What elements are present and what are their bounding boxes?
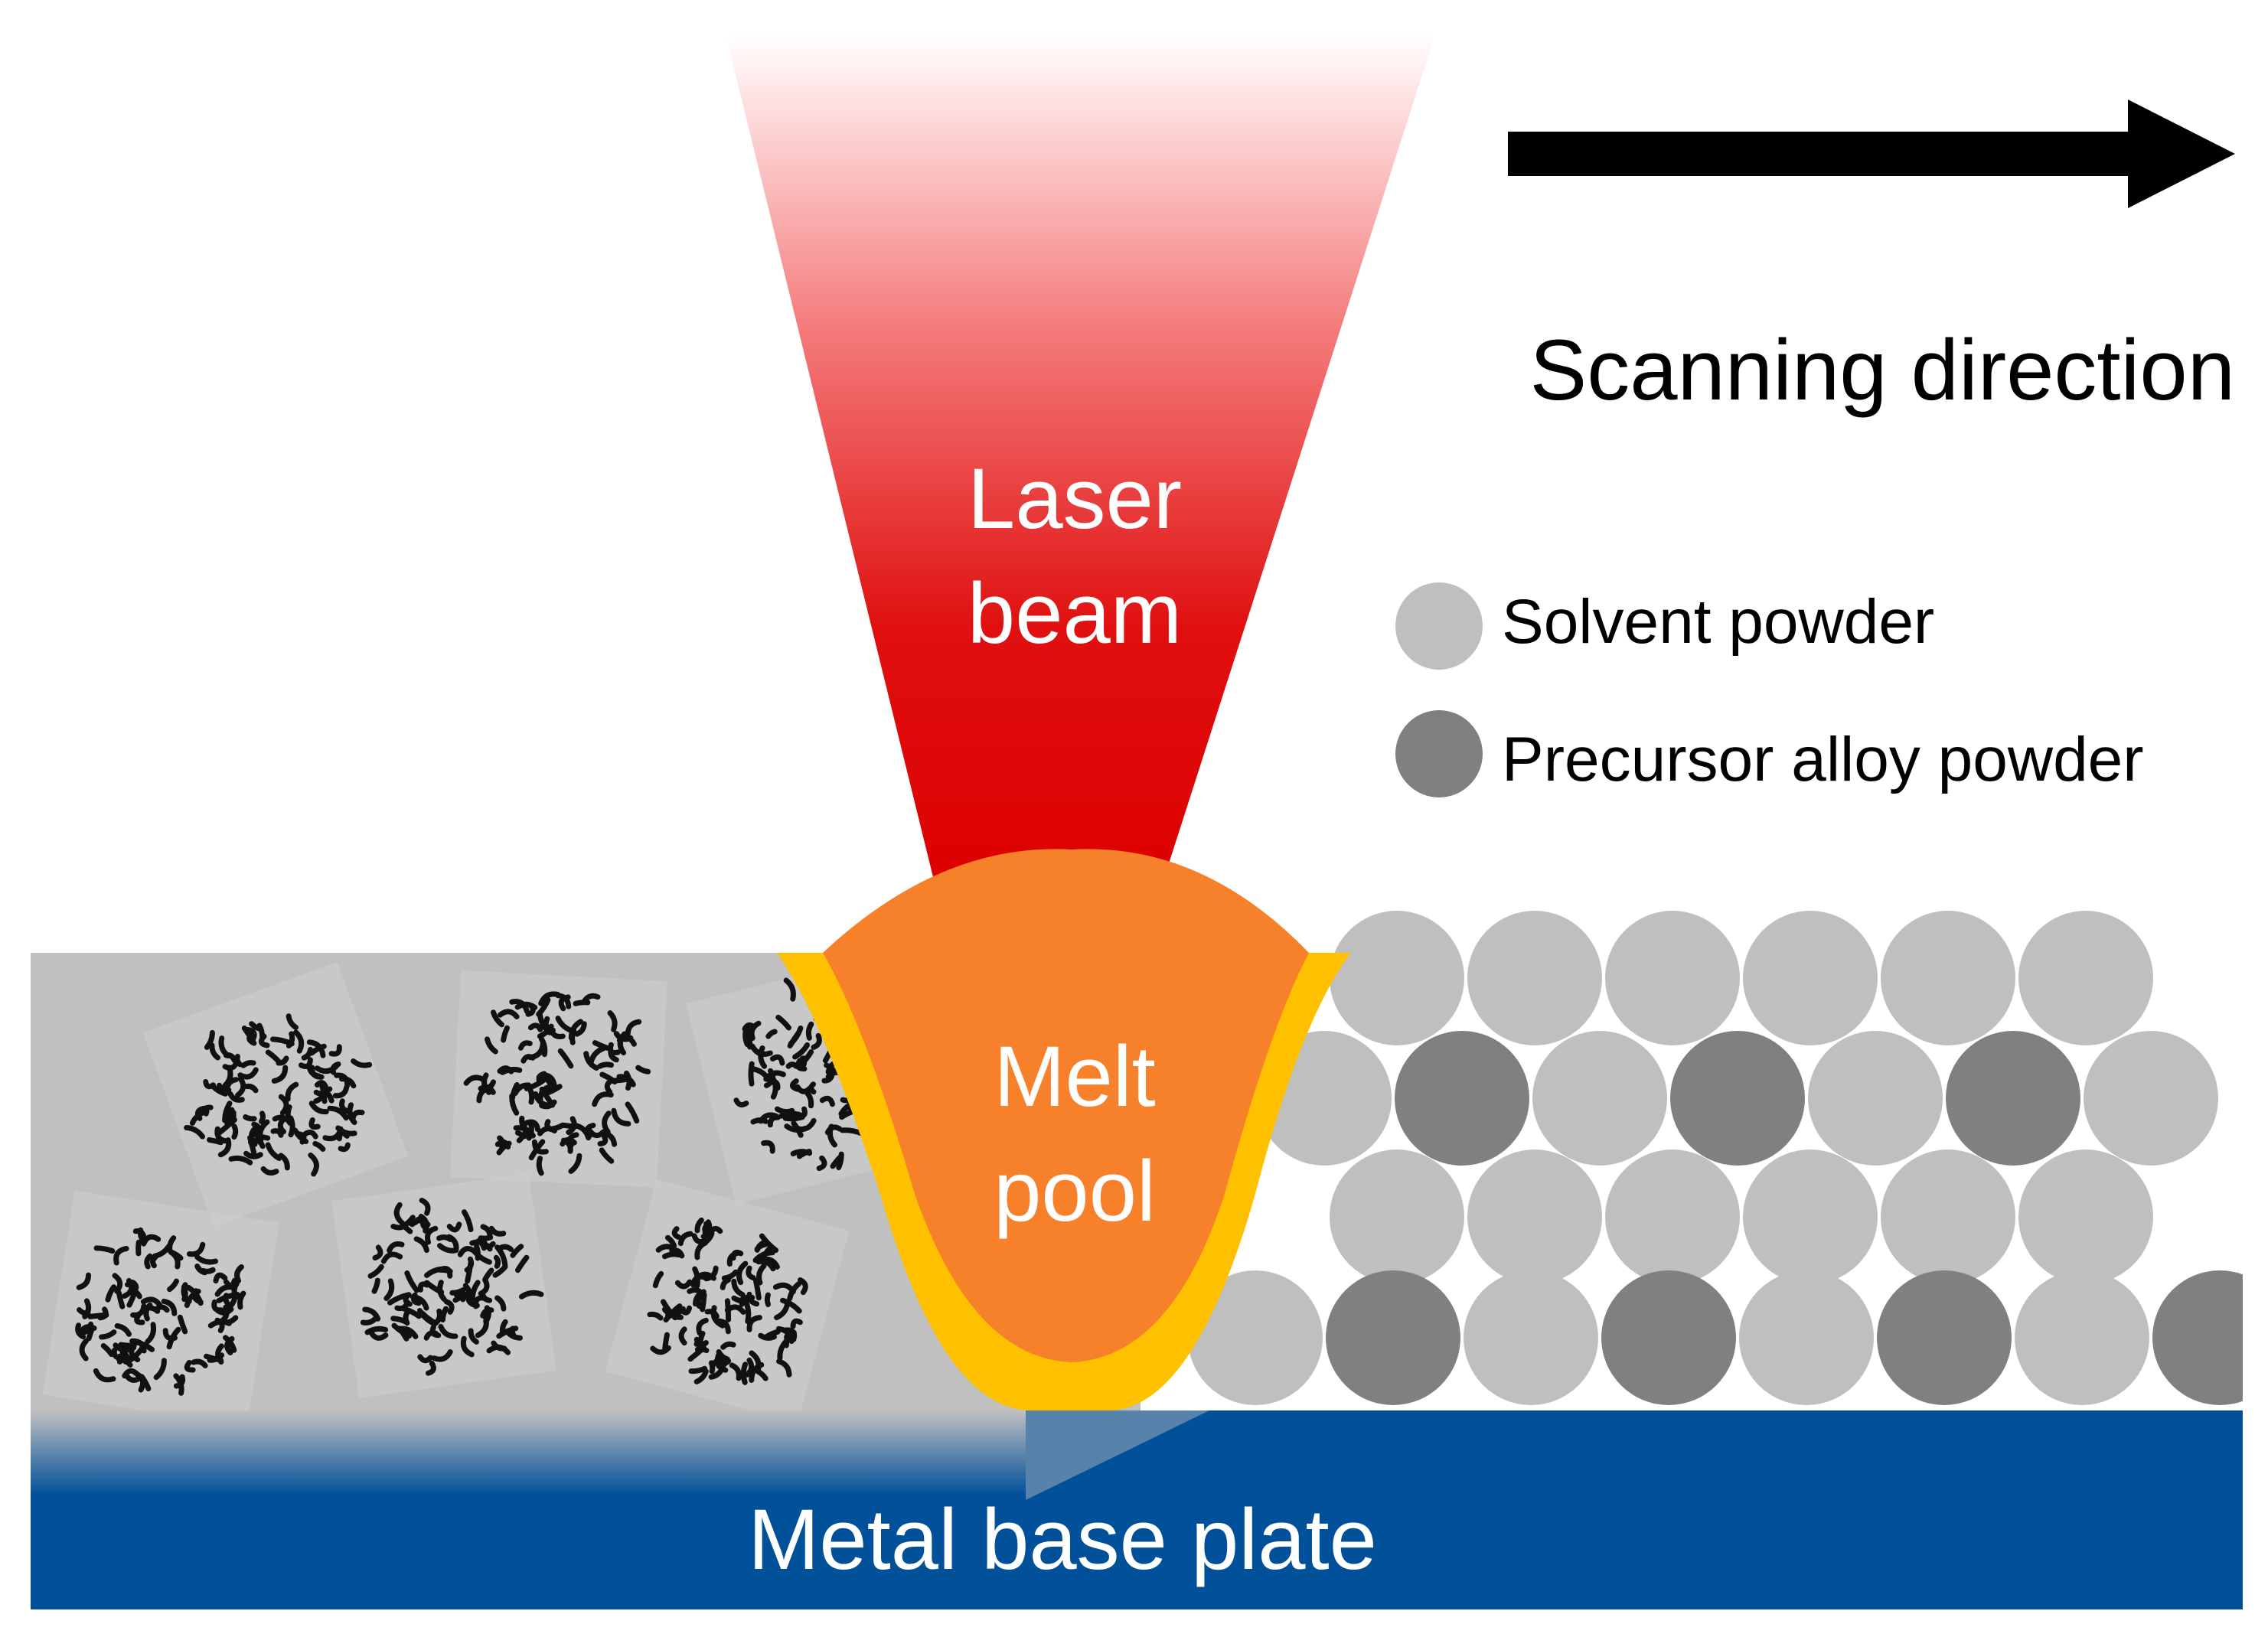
microstructure-particle — [605, 1179, 850, 1412]
legend: Solvent powder Precursor alloy powder — [1395, 582, 2144, 797]
precursor-powder-particle — [1946, 1031, 2080, 1166]
solvent-powder-particle — [1881, 911, 2015, 1045]
microstructure-particle — [142, 961, 409, 1228]
precursor-powder-particle — [2152, 1270, 2243, 1405]
legend-precursor-label: Precursor alloy powder — [1502, 725, 2144, 794]
solvent-powder-particle — [1532, 1031, 1667, 1166]
solvent-powder-particle — [1739, 1270, 1874, 1405]
solvent-powder-particle — [1467, 1149, 1602, 1284]
microstructure-particle — [42, 1190, 279, 1412]
solvent-powder-particle — [1330, 911, 1464, 1045]
solvent-powder-particle — [1743, 911, 1878, 1045]
legend-precursor-swatch — [1395, 710, 1483, 797]
laser-beam-label-line2: beam — [968, 566, 1182, 661]
legend-solvent-swatch — [1395, 582, 1483, 670]
powder-bed — [1188, 911, 2243, 1405]
solvent-powder-particle — [2018, 1149, 2153, 1284]
scanning-direction-label: Scanning direction — [1530, 322, 2235, 418]
solvent-powder-particle — [1330, 1149, 1464, 1284]
legend-solvent-label: Solvent powder — [1502, 587, 1934, 657]
laser-beam-label-line1: Laser — [968, 451, 1182, 546]
microstructure-particles — [42, 954, 937, 1412]
solvent-powder-particle — [2015, 1270, 2149, 1405]
solvent-powder-particle — [1467, 911, 1602, 1045]
solvent-powder-particle — [2084, 1031, 2218, 1166]
plate-transition-fade — [31, 1410, 1026, 1495]
solvent-powder-particle — [2018, 911, 2153, 1045]
solvent-powder-particle — [1605, 911, 1740, 1045]
melt-pool — [823, 849, 1309, 1362]
solvent-powder-particle — [1605, 1149, 1740, 1284]
precursor-powder-particle — [1601, 1270, 1736, 1405]
plate-transition-wedge — [1026, 1410, 1209, 1500]
precursor-powder-particle — [1395, 1031, 1529, 1166]
melt-pool-label-line2: pool — [994, 1143, 1156, 1239]
microstructure-particle — [450, 970, 667, 1188]
solvent-powder-particle — [1464, 1270, 1598, 1405]
microstructure-particle — [331, 1173, 556, 1398]
solvent-powder-particle — [1743, 1149, 1878, 1284]
solvent-powder-particle — [1881, 1149, 2015, 1284]
solvent-powder-particle — [1808, 1031, 1943, 1166]
precursor-powder-particle — [1670, 1031, 1805, 1166]
scanning-direction-arrow — [1508, 99, 2235, 208]
solvent-powder-particle — [1188, 1270, 1323, 1405]
precursor-powder-particle — [1877, 1270, 2012, 1405]
precursor-powder-particle — [1326, 1270, 1460, 1405]
melt-pool-label-line1: Melt — [994, 1029, 1156, 1124]
laser-beam — [726, 34, 1435, 880]
base-plate-label: Metal base plate — [748, 1492, 1377, 1587]
